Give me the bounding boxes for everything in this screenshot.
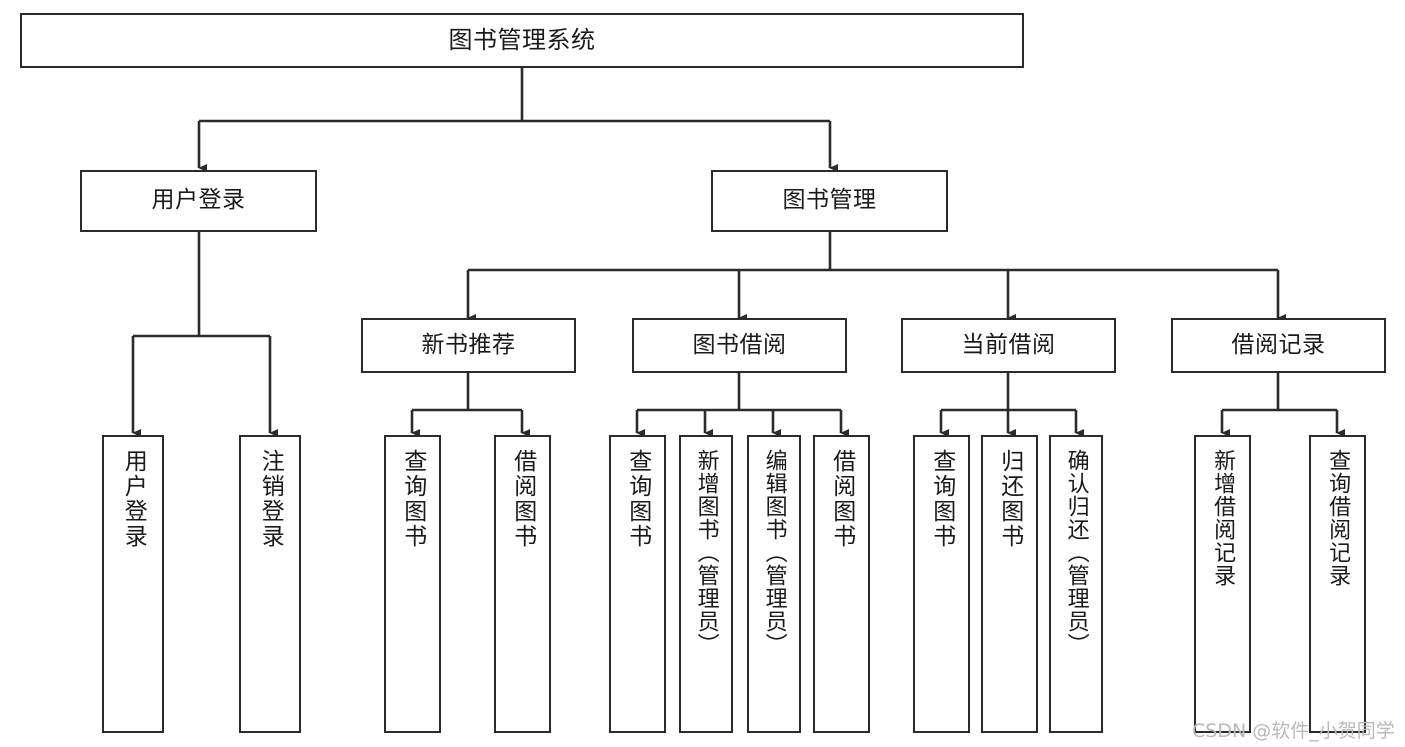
node-root-system-label: 图书管理系统 (448, 26, 596, 55)
node-current-borrow[interactable]: 当前借阅 (901, 318, 1116, 373)
node-leaf-edit-book-label: 编辑图书（管理员） (761, 449, 787, 656)
node-leaf-return-book-label: 归还图书 (996, 449, 1023, 549)
node-leaf-borrow-book-borrow[interactable]: 借阅图书 (813, 435, 870, 733)
node-leaf-add-book[interactable]: 新增图书（管理员） (679, 435, 733, 733)
node-borrow-record-label: 借阅记录 (1231, 331, 1326, 358)
node-leaf-add-borrow-record-label: 新增借阅记录 (1210, 449, 1236, 587)
node-root-system[interactable]: 图书管理系统 (20, 13, 1024, 68)
node-borrow-record[interactable]: 借阅记录 (1171, 318, 1386, 373)
node-leaf-user-login[interactable]: 用户登录 (102, 435, 164, 733)
node-leaf-add-book-label: 新增图书（管理员） (693, 449, 719, 656)
node-leaf-logout-label: 注销登录 (257, 449, 284, 549)
node-leaf-query-book-borrow[interactable]: 查询图书 (609, 435, 666, 733)
node-leaf-query-book-recommend-label: 查询图书 (399, 449, 426, 549)
node-leaf-query-borrow-record-label: 查询借阅记录 (1325, 449, 1351, 587)
node-leaf-edit-book[interactable]: 编辑图书（管理员） (747, 435, 801, 733)
node-book-borrow[interactable]: 图书借阅 (632, 318, 847, 373)
node-leaf-query-book-current-label: 查询图书 (928, 449, 955, 549)
node-leaf-logout[interactable]: 注销登录 (239, 435, 301, 733)
csdn-watermark: CSDN @软件_小贺同学 (1192, 720, 1395, 742)
node-leaf-user-login-label: 用户登录 (120, 449, 147, 549)
node-book-manage-label: 图书管理 (782, 187, 877, 214)
node-leaf-confirm-return-label: 确认归还（管理员） (1063, 449, 1089, 656)
node-leaf-query-book-recommend[interactable]: 查询图书 (384, 435, 441, 733)
node-leaf-confirm-return[interactable]: 确认归还（管理员） (1049, 435, 1103, 733)
node-new-book-recommend[interactable]: 新书推荐 (361, 318, 576, 373)
node-leaf-query-borrow-record[interactable]: 查询借阅记录 (1309, 435, 1366, 733)
node-leaf-borrow-book-recommend[interactable]: 借阅图书 (494, 435, 551, 733)
node-book-manage[interactable]: 图书管理 (711, 170, 948, 232)
node-leaf-borrow-book-borrow-label: 借阅图书 (828, 449, 855, 549)
node-user-login-label: 用户登录 (151, 187, 246, 214)
node-current-borrow-label: 当前借阅 (961, 331, 1056, 358)
node-leaf-add-borrow-record[interactable]: 新增借阅记录 (1194, 435, 1251, 733)
node-leaf-return-book[interactable]: 归还图书 (981, 435, 1038, 733)
node-book-borrow-label: 图书借阅 (692, 331, 787, 358)
node-leaf-query-book-current[interactable]: 查询图书 (913, 435, 970, 733)
node-new-book-recommend-label: 新书推荐 (421, 331, 516, 358)
node-leaf-borrow-book-recommend-label: 借阅图书 (509, 449, 536, 549)
node-user-login[interactable]: 用户登录 (80, 170, 317, 232)
node-leaf-query-book-borrow-label: 查询图书 (624, 449, 651, 549)
